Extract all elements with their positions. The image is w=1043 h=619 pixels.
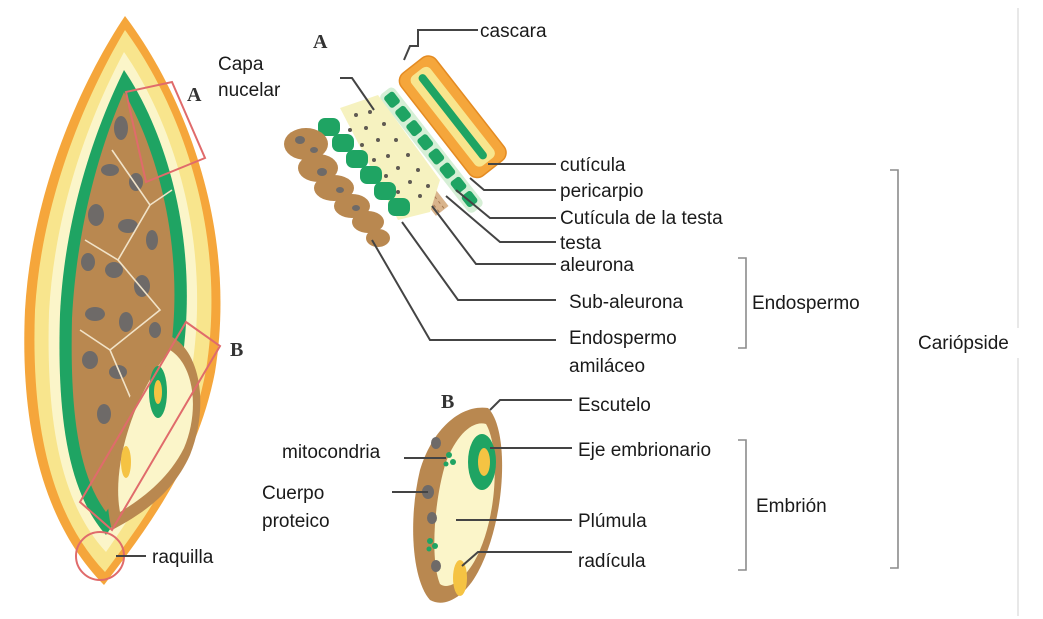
label-aleurona: aleurona — [560, 255, 634, 276]
label-endospermo-amilaceo-2: amiláceo — [569, 356, 645, 377]
label-radicula: radícula — [578, 551, 646, 572]
leader-pericarpio — [470, 178, 556, 190]
embrion-bracket — [738, 440, 746, 570]
label-plumula: Plúmula — [578, 511, 647, 532]
label-mitocondria: mitocondria — [282, 442, 381, 463]
grain-radicle — [121, 446, 131, 478]
label-capa-nucelar-1: Capa — [218, 54, 264, 75]
detail-letter-b: B — [441, 391, 454, 413]
detail-a-illustration: A — [284, 30, 556, 340]
grain-letter-b: B — [230, 339, 243, 361]
leader-escutelo — [490, 400, 572, 410]
embryo-radicle — [453, 560, 467, 596]
label-embrion-group: Embrión — [756, 496, 827, 517]
embryo-plumule — [478, 448, 490, 476]
label-testa: testa — [560, 233, 602, 254]
label-pericarpio: pericarpio — [560, 181, 643, 202]
grain-plumule — [154, 380, 162, 404]
label-cariopside: Cariópside — [918, 333, 1009, 354]
cariopside-bracket — [890, 170, 898, 568]
label-cascara: cascara — [480, 21, 547, 42]
label-cuticula-testa: Cutícula de la testa — [560, 208, 723, 229]
grain-letter-a: A — [187, 84, 202, 106]
label-endospermo-group: Endospermo — [752, 293, 860, 314]
label-raquilla: raquilla — [152, 547, 214, 568]
detail-letter-a: A — [313, 31, 328, 53]
leader-aleurona — [432, 206, 556, 264]
label-cuticula: cutícula — [560, 155, 626, 176]
label-eje-embrionario: Eje embrionario — [578, 440, 711, 461]
label-sub-aleurona: Sub-aleurona — [569, 292, 684, 313]
leader-endospermo-amilaceo — [372, 240, 556, 340]
leader-sub-aleurona — [402, 222, 556, 300]
label-cuerpo-proteico-1: Cuerpo — [262, 483, 324, 504]
detail-b-illustration: B — [392, 391, 572, 603]
whole-grain-illustration: A B — [24, 16, 243, 585]
leader-cascara — [404, 30, 478, 60]
label-endospermo-amilaceo-1: Endospermo — [569, 328, 677, 349]
label-escutelo: Escutelo — [578, 395, 651, 416]
label-cuerpo-proteico-2: proteico — [262, 511, 330, 532]
label-capa-nucelar-2: nucelar — [218, 80, 281, 101]
endospermo-bracket — [738, 258, 746, 348]
